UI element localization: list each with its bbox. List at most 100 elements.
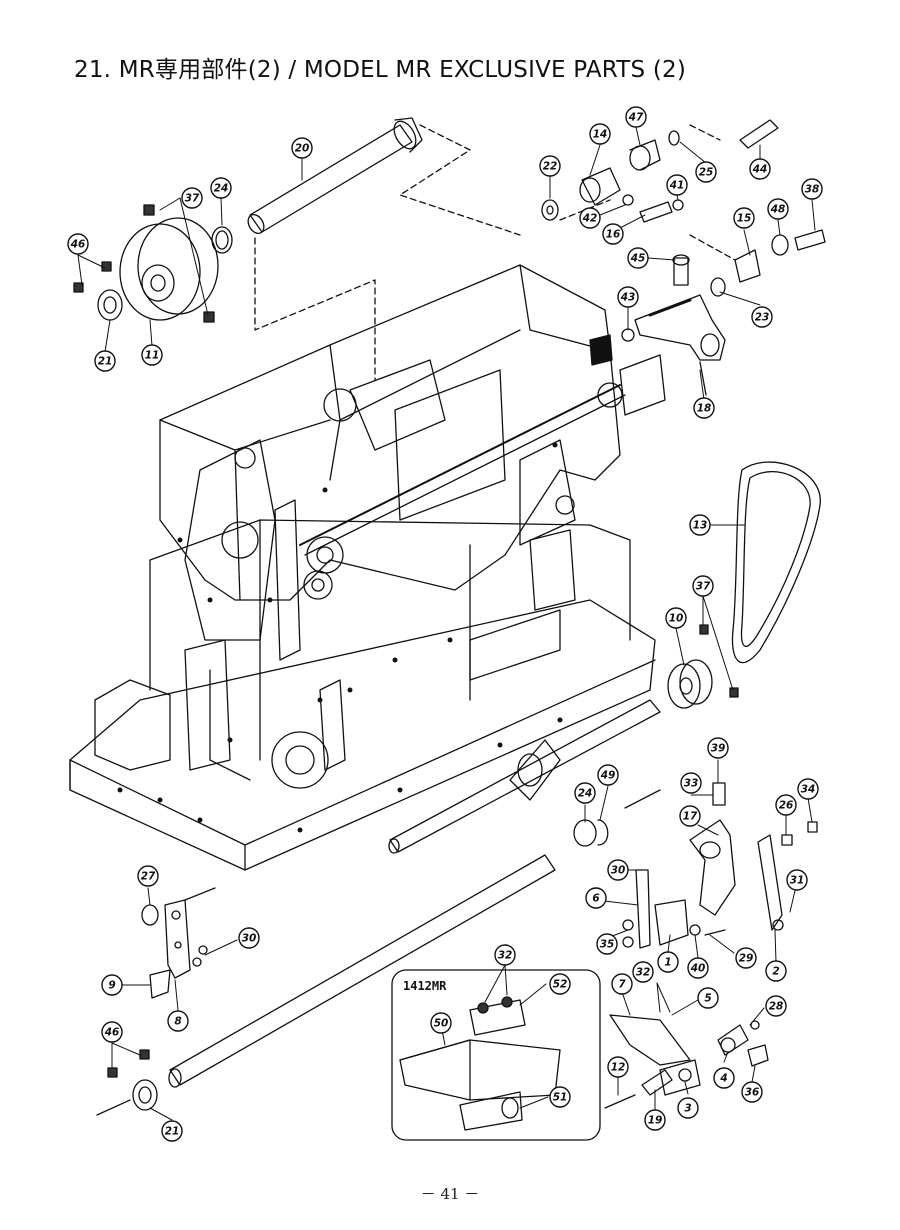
callout-circle xyxy=(589,123,611,145)
callout-circle xyxy=(137,865,159,887)
callout-circle xyxy=(161,1120,183,1142)
callout-25: 25 xyxy=(695,161,717,183)
callout-number: 22 xyxy=(543,161,558,173)
callout-number: 44 xyxy=(752,164,768,176)
callout-number: 31 xyxy=(790,875,805,887)
callout-circle xyxy=(625,106,647,128)
callout-7: 7 xyxy=(611,973,633,995)
callout-5: 5 xyxy=(697,987,719,1009)
callout-41: 41 xyxy=(666,174,688,196)
callout-36: 36 xyxy=(741,1081,763,1103)
callout-37: 37 xyxy=(181,187,203,209)
callout-number: 15 xyxy=(737,213,752,225)
callout-number: 49 xyxy=(600,770,616,782)
callout-circle xyxy=(430,1012,452,1034)
callout-number: 1 xyxy=(664,957,671,969)
callout-20: 20 xyxy=(291,137,313,159)
callout-number: 34 xyxy=(801,784,816,796)
callout-circle xyxy=(607,1056,629,1078)
callout-circle xyxy=(765,995,787,1017)
callout-34: 34 xyxy=(797,778,819,800)
callout-number: 35 xyxy=(600,939,615,951)
inset-1412mr: 1412MR xyxy=(391,969,601,1141)
callout-circle xyxy=(707,737,729,759)
callout-37: 37 xyxy=(692,575,714,597)
callout-circle xyxy=(67,233,89,255)
callout-35: 35 xyxy=(596,933,618,955)
callout-number: 32 xyxy=(498,950,513,962)
callout-47: 47 xyxy=(625,106,647,128)
callout-10: 10 xyxy=(665,607,687,629)
callout-circle xyxy=(94,350,116,372)
callout-number: 6 xyxy=(592,893,599,905)
machine-frame xyxy=(69,264,666,871)
callout-number: 47 xyxy=(628,112,644,124)
callout-circle xyxy=(574,782,596,804)
callout-circle xyxy=(101,1021,123,1043)
callout-49: 49 xyxy=(597,764,619,786)
callout-number: 37 xyxy=(696,581,711,593)
callout-circle xyxy=(687,957,709,979)
part-8-plate xyxy=(141,887,216,999)
callout-15: 15 xyxy=(733,207,755,229)
callout-number: 40 xyxy=(690,963,706,975)
callout-16: 16 xyxy=(602,223,624,245)
callout-circle xyxy=(786,869,808,891)
callout-number: 27 xyxy=(141,871,156,883)
callout-number: 30 xyxy=(242,933,257,945)
callout-24: 24 xyxy=(210,177,232,199)
page-title: 21. MR専用部件(2) / MODEL MR EXCLUSIVE PARTS… xyxy=(74,57,687,83)
callout-circle xyxy=(596,933,618,955)
callout-2: 2 xyxy=(765,960,787,982)
callout-32: 32 xyxy=(632,961,654,983)
callout-8: 8 xyxy=(167,1010,189,1032)
callout-circle xyxy=(167,1010,189,1032)
callout-48: 48 xyxy=(767,198,789,220)
callout-circle xyxy=(693,397,715,419)
callout-number: 20 xyxy=(295,143,310,155)
callout-circle xyxy=(291,137,313,159)
callout-circle xyxy=(210,177,232,199)
callout-number: 25 xyxy=(699,167,714,179)
callout-21: 21 xyxy=(94,350,116,372)
callout-circle xyxy=(101,974,123,996)
callout-circle xyxy=(579,207,601,229)
callout-number: 37 xyxy=(185,193,200,205)
callout-circle xyxy=(697,987,719,1009)
callout-circle xyxy=(679,805,701,827)
upper-right-linkage xyxy=(541,119,826,396)
callout-number: 16 xyxy=(606,229,621,241)
callout-17: 17 xyxy=(679,805,701,827)
callout-number: 24 xyxy=(214,183,229,195)
page-number: － 41 － xyxy=(420,1185,480,1203)
callout-number: 4 xyxy=(719,1073,727,1085)
callout-4: 4 xyxy=(713,1067,735,1089)
callout-circle xyxy=(611,973,633,995)
callout-circle xyxy=(749,158,771,180)
callout-9: 9 xyxy=(101,974,123,996)
callout-circle xyxy=(494,944,516,966)
callout-18: 18 xyxy=(693,397,715,419)
callout-circle xyxy=(539,155,561,177)
callout-circle xyxy=(733,207,755,229)
callout-number: 10 xyxy=(669,613,684,625)
callout-circle xyxy=(549,973,571,995)
callout-19: 19 xyxy=(644,1109,666,1131)
callout-46: 46 xyxy=(67,233,89,255)
callout-23: 23 xyxy=(751,306,773,328)
callout-circle xyxy=(665,607,687,629)
callout-52: 52 xyxy=(549,973,571,995)
callout-circle xyxy=(767,198,789,220)
callout-13: 13 xyxy=(689,514,711,536)
callout-42: 42 xyxy=(579,207,601,229)
callout-11: 11 xyxy=(141,344,163,366)
callout-number: 52 xyxy=(553,979,568,991)
main-shaft-crank xyxy=(388,699,661,854)
callout-number: 38 xyxy=(805,184,820,196)
callout-22: 22 xyxy=(539,155,561,177)
callout-circle xyxy=(602,223,624,245)
callout-circle xyxy=(644,1109,666,1131)
part-24-ring xyxy=(211,226,233,254)
callout-circle xyxy=(181,187,203,209)
